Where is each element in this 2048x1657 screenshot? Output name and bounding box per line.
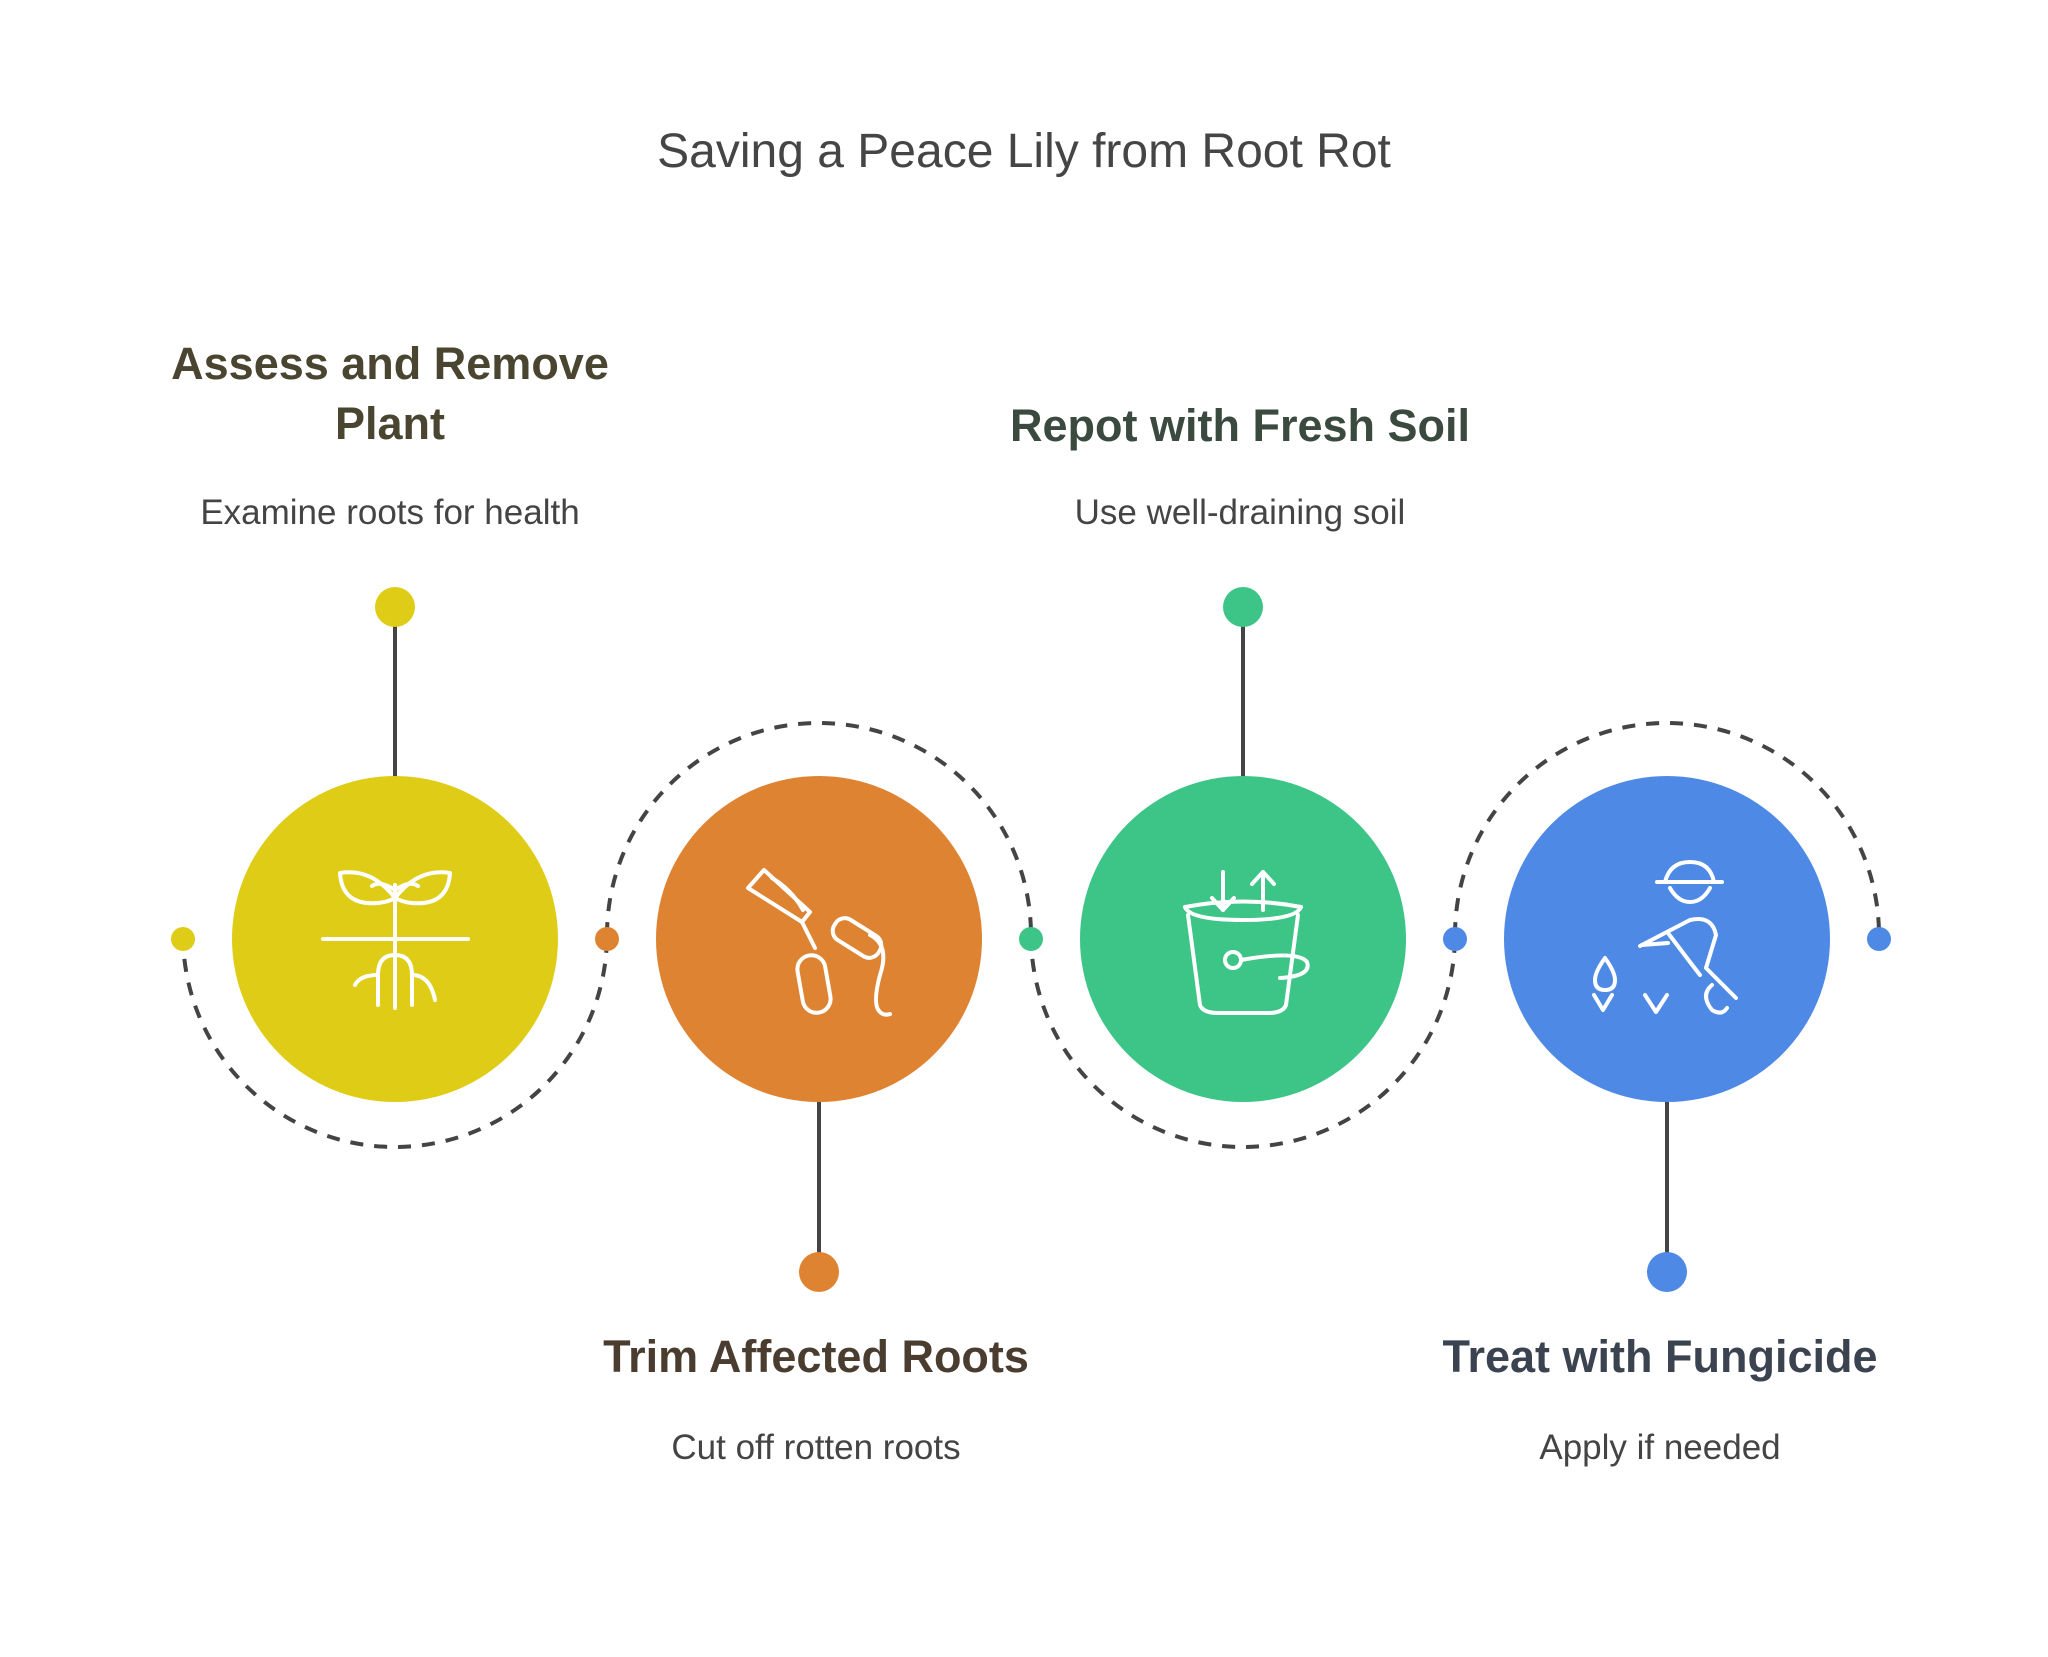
path-dot-1 bbox=[171, 927, 195, 951]
page-title: Saving a Peace Lily from Root Rot bbox=[657, 125, 1391, 178]
step-circle-4 bbox=[1504, 776, 1830, 1102]
step-2-heading: Trim Affected Roots bbox=[603, 1331, 1029, 1382]
path-dot-3 bbox=[1019, 927, 1043, 951]
pruning-shears-icon bbox=[746, 868, 892, 1017]
step-circle-2 bbox=[656, 776, 982, 1102]
path-dot-4 bbox=[1443, 927, 1467, 951]
step-2-description: Cut off rotten roots bbox=[671, 1428, 961, 1467]
dashed-arc-1 bbox=[181, 934, 609, 1149]
step-4-heading: Treat with Fungicide bbox=[1442, 1331, 1878, 1382]
path-dot-2 bbox=[595, 927, 619, 951]
bucket-arrows-icon bbox=[1183, 870, 1310, 1015]
stem-dot-3 bbox=[1223, 587, 1263, 627]
dashed-arc-2 bbox=[605, 721, 1033, 936]
step-4-description: Apply if needed bbox=[1539, 1428, 1781, 1467]
dashed-arc-4 bbox=[1453, 721, 1881, 936]
step-3-heading: Repot with Fresh Soil bbox=[1009, 400, 1471, 451]
gardener-watering-icon bbox=[1592, 860, 1738, 1015]
dashed-connectors bbox=[181, 721, 1881, 1149]
step-1-heading-line-2: Plant bbox=[334, 398, 446, 449]
sprout-roots-icon bbox=[321, 870, 470, 1010]
step-1-description: Examine roots for health bbox=[200, 493, 580, 532]
path-dot-5 bbox=[1867, 927, 1891, 951]
step-1-heading-line-1: Assess and Remove bbox=[171, 338, 609, 389]
step-1-heading: Assess and Remove Plant bbox=[110, 334, 670, 454]
step-circle-3 bbox=[1080, 776, 1406, 1102]
dashed-arc-3 bbox=[1029, 934, 1457, 1149]
step-3-description: Use well-draining soil bbox=[1074, 493, 1406, 532]
stem-dot-2 bbox=[799, 1252, 839, 1292]
stem-dot-4 bbox=[1647, 1252, 1687, 1292]
stem-dot-1 bbox=[375, 587, 415, 627]
